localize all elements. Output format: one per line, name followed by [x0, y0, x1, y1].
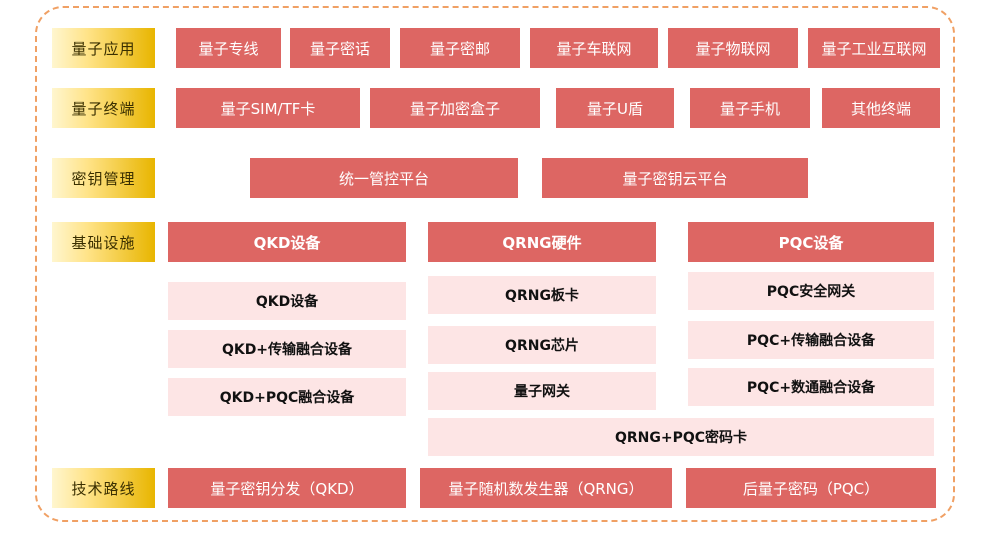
row-label-technology-routes: 技术路线 [52, 468, 155, 508]
architecture-frame [35, 6, 955, 522]
app-quantum-iot: 量子物联网 [668, 28, 798, 68]
infra-pqc-transmission-fusion: PQC+传输融合设备 [688, 321, 934, 359]
terminal-encryption-box: 量子加密盒子 [370, 88, 540, 128]
infra-quantum-gateway: 量子网关 [428, 372, 656, 410]
infra-qrng-chip: QRNG芯片 [428, 326, 656, 364]
infra-header-pqc: PQC设备 [688, 222, 934, 262]
app-quantum-vehicle-network: 量子车联网 [530, 28, 658, 68]
infra-header-qkd: QKD设备 [168, 222, 406, 262]
infra-pqc-datacom-fusion: PQC+数通融合设备 [688, 368, 934, 406]
keymgmt-unified-control-platform: 统一管控平台 [250, 158, 518, 198]
terminal-sim-tf-card: 量子SIM/TF卡 [176, 88, 360, 128]
infra-pqc-security-gateway: PQC安全网关 [688, 272, 934, 310]
infra-qrng-pqc-crypto-card: QRNG+PQC密码卡 [428, 418, 934, 456]
app-quantum-secure-mail: 量子密邮 [400, 28, 520, 68]
infra-qkd-pqc-fusion: QKD+PQC融合设备 [168, 378, 406, 416]
row-label-quantum-terminals: 量子终端 [52, 88, 155, 128]
terminal-other: 其他终端 [822, 88, 940, 128]
infra-header-qrng: QRNG硬件 [428, 222, 656, 262]
tech-qrng: 量子随机数发生器（QRNG） [420, 468, 672, 508]
app-quantum-private-line: 量子专线 [176, 28, 281, 68]
keymgmt-quantum-key-cloud: 量子密钥云平台 [542, 158, 808, 198]
tech-pqc: 后量子密码（PQC） [686, 468, 936, 508]
terminal-u-shield: 量子U盾 [556, 88, 674, 128]
infra-qrng-board: QRNG板卡 [428, 276, 656, 314]
row-label-quantum-apps: 量子应用 [52, 28, 155, 68]
row-label-key-management: 密钥管理 [52, 158, 155, 198]
row-label-infrastructure: 基础设施 [52, 222, 155, 262]
tech-qkd: 量子密钥分发（QKD） [168, 468, 406, 508]
app-quantum-secure-call: 量子密话 [290, 28, 390, 68]
infra-qkd-device: QKD设备 [168, 282, 406, 320]
infra-qkd-transmission-fusion: QKD+传输融合设备 [168, 330, 406, 368]
app-quantum-industrial-internet: 量子工业互联网 [808, 28, 940, 68]
terminal-quantum-phone: 量子手机 [690, 88, 810, 128]
